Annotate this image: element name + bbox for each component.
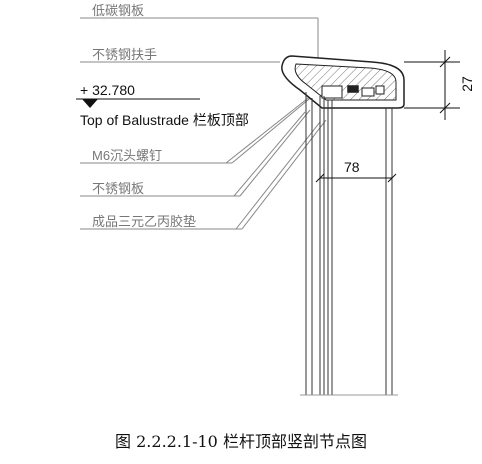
figure-caption: 图 2.2.2.1-10 栏杆顶部竖剖节点图 [115,432,367,451]
dimension-label-27: 27 [459,76,475,92]
level-marker [76,98,200,108]
label-epdm-pad: 成品三元乙丙胶垫 [92,214,196,229]
posts [300,92,398,396]
label-low-carbon-steel: 低碳钢板 [92,3,144,18]
label-elevation: + 32.780 [80,82,135,98]
level-triangle-icon [82,99,98,108]
dimension-27 [404,50,460,120]
label-top-of-balustrade: Top of Balustrade 栏板顶部 [80,112,249,128]
leader-lines [80,17,327,230]
label-stainless-plate: 不锈钢板 [92,181,144,196]
dimension-78 [315,173,397,183]
dimension-label-78: 78 [344,159,360,175]
handrail-cap [281,55,405,109]
label-stainless-handrail: 不锈钢扶手 [92,47,157,62]
label-m6-screw: M6沉头螺钉 [92,148,162,163]
